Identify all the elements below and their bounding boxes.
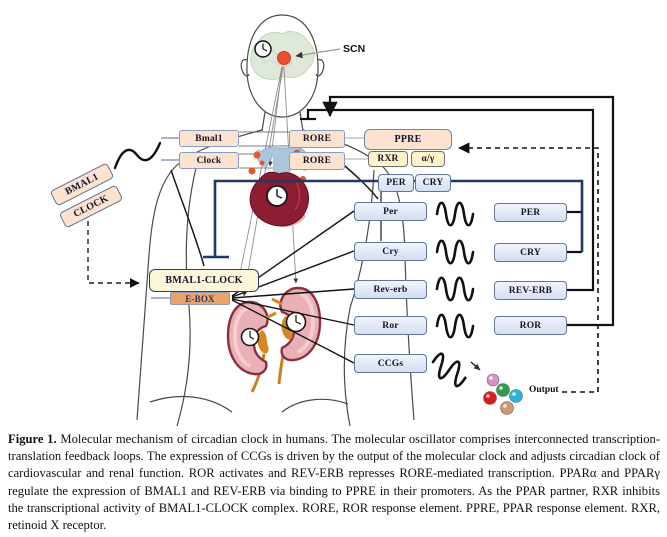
scn-pointer-line	[295, 48, 341, 59]
clock-protein-dashed-arrow	[87, 221, 140, 288]
box-per-protein: PER	[494, 203, 567, 222]
figure-caption-text: Molecular mechanism of circadian clock i…	[8, 432, 661, 533]
box-cry-mrna: Cry	[354, 242, 427, 261]
box-bmal1-clock-complex: BMAL1-CLOCK	[149, 269, 259, 292]
translation-curve-bmal1clock	[170, 169, 205, 267]
box-reverb-mrna: Rev-erb	[354, 280, 427, 299]
ccgs-to-output-arrow	[470, 361, 481, 371]
box-per-complex: PER	[378, 174, 414, 192]
figure-caption: Figure 1. Molecular mechanism of circadi…	[8, 431, 660, 534]
output-feedback-dashed	[458, 142, 599, 393]
box-rore-2: RORE	[289, 152, 345, 170]
box-rore-1: RORE	[289, 130, 345, 148]
scn-label: SCN	[343, 43, 366, 55]
box-bmal1-gene: Bmal1	[179, 130, 239, 147]
box-ebox: E-BOX	[170, 292, 230, 305]
box-ror-mrna: Ror	[354, 316, 427, 335]
box-cry-protein: CRY	[494, 243, 567, 262]
box-per-mrna: Per	[354, 202, 427, 221]
box-clock-gene: Clock	[179, 152, 239, 169]
box-reverb-protein: REV-ERB	[494, 281, 567, 300]
promoter-stub-lines	[151, 137, 179, 299]
kidney-clock-icons	[240, 311, 307, 347]
output-label: Output	[529, 385, 559, 395]
output-metabolite-dots	[483, 373, 523, 415]
figure-caption-label: Figure 1.	[8, 432, 57, 446]
scn-dot	[277, 51, 291, 65]
box-ccgs: CCGs	[354, 354, 427, 373]
box-rxr: RXR	[368, 151, 408, 167]
box-ror-protein: ROR	[494, 316, 567, 335]
heart-clock-icon	[266, 185, 288, 207]
diagram-artwork	[87, 14, 615, 427]
box-ppre: PPRE	[364, 129, 452, 150]
box-ppar-alpha-gamma: α/γ	[411, 151, 445, 167]
box-cry-complex: CRY	[415, 174, 451, 192]
mrna-oscillation-waves	[113, 141, 475, 390]
reverb-repression-loop	[300, 108, 595, 292]
human-body-outline	[136, 14, 415, 427]
brain-clock-icon	[254, 40, 272, 58]
